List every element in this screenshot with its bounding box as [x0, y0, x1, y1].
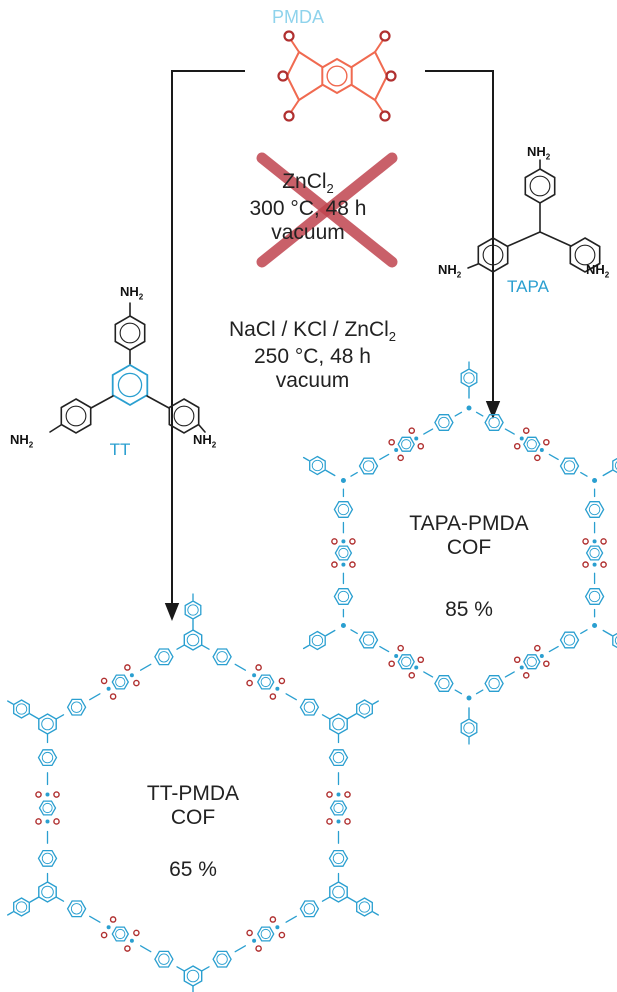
tt-cof-linker-3 [55, 896, 185, 972]
tapa-cof-linker-0 [475, 411, 588, 477]
tapa-cof-n-5 [340, 478, 346, 483]
tapa-cof-n-2 [592, 623, 598, 628]
arrow-to-tt-pmda-cof [164, 70, 245, 621]
tapa-cof-linker-3 [350, 629, 463, 695]
success-salts: NaCl / KCl / ZnCl2 [228, 318, 397, 345]
tapa-pmda-cof-name: TAPA-PMDA COF [409, 512, 529, 560]
tapa-amine-left: NH2 [438, 262, 462, 280]
tt-label: TT [109, 440, 131, 459]
tapa-cof-linker-1 [582, 488, 607, 618]
tapa-structure [467, 159, 601, 273]
tt-amine-right: NH2 [193, 432, 217, 450]
tt-cof-linker-5 [55, 644, 185, 720]
tapa-cof-n-0 [466, 405, 472, 411]
cross-stroke-b [256, 152, 398, 268]
arrow-to-tapa-pmda-cof [425, 70, 501, 419]
tapa-pmda-cof-structure [302, 361, 617, 745]
success-temperature: 250 °C, 48 h [254, 345, 371, 369]
failed-salt: ZnCl2 [282, 170, 334, 197]
tapa-label: TAPA [507, 277, 549, 296]
pmda-label: PMDA [271, 7, 324, 27]
tt-cof-linker-2 [201, 896, 331, 972]
tt-amine-top: NH2 [120, 284, 144, 302]
tt-cof-linker-1 [326, 733, 351, 883]
tt-cof-triazine-2 [329, 881, 348, 903]
pmda-benzene-ring [321, 57, 353, 95]
pmda-structure [277, 30, 397, 122]
tapa-amine-top: NH2 [527, 144, 551, 162]
tapa-pmda-cof-yield: 85 % [445, 598, 493, 621]
tt-structure [49, 302, 206, 434]
tapa-cof-linker-4 [331, 488, 356, 618]
tt-cof-linker-0 [201, 644, 331, 720]
tapa-amine-right: NH2 [586, 262, 610, 280]
tt-cof-triazine-4 [38, 881, 57, 903]
tt-pmda-cof-yield: 65 % [169, 858, 217, 881]
tt-cof-triazine-0 [183, 629, 203, 651]
tt-triazine-ring [111, 363, 149, 407]
failed-temperature: 300 °C, 48 h [249, 197, 367, 221]
tt-cof-linker-4 [35, 733, 60, 883]
failed-atmosphere: vacuum [271, 221, 345, 245]
tt-amine-left: NH2 [10, 432, 34, 450]
failed-condition-cross [256, 152, 398, 268]
tapa-cof-linker-2 [475, 629, 588, 695]
tapa-cof-linker-5 [350, 411, 463, 477]
pmda-left-anhydride [285, 50, 323, 102]
tapa-cof-n-4 [340, 623, 346, 628]
failed-conditions: ZnCl2 300 °C, 48 h vacuum [238, 170, 378, 245]
tt-pmda-cof-name: TT-PMDA COF [146, 782, 240, 830]
pmda-right-anhydride [351, 50, 389, 102]
tapa-cof-n-3 [466, 695, 472, 701]
tapa-cof-n-1 [592, 478, 598, 483]
successful-conditions: NaCl / KCl / ZnCl2 250 °C, 48 h vacuum [205, 318, 420, 393]
reaction-arrows [164, 70, 501, 621]
tt-pmda-cof-structure [7, 593, 379, 992]
success-atmosphere: vacuum [275, 369, 350, 393]
